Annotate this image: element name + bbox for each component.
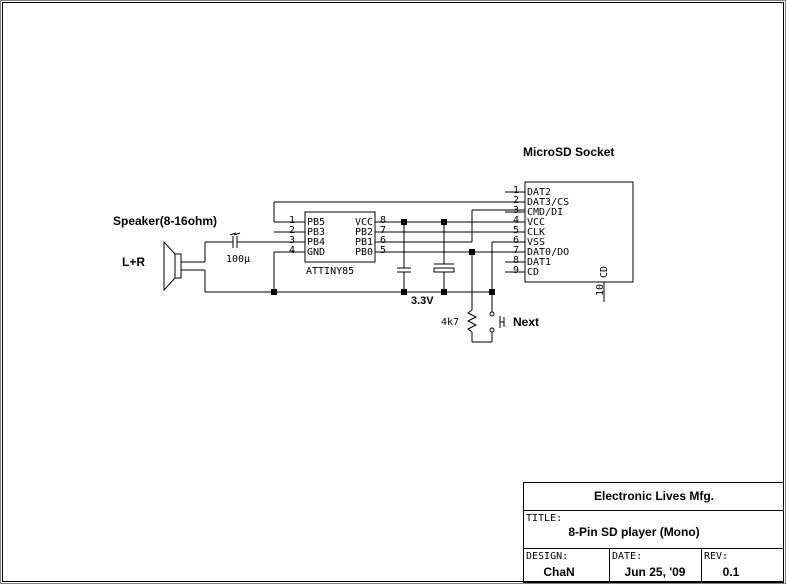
sd-socket-body (524, 181, 634, 283)
power-label: 3.3V (411, 295, 434, 307)
mcu-pin-name: PB4 (307, 237, 325, 248)
sd-pin-name: VCC (527, 217, 545, 228)
sd-pin-name: CLK (527, 227, 545, 238)
mcu-pin-num: 4 (289, 245, 295, 256)
mcu-body (304, 211, 376, 263)
mcu-pin-name: PB1 (355, 237, 373, 248)
drawing-title: 8-Pin SD player (Mono) (568, 525, 699, 539)
sd-pin-name: DAT1 (527, 257, 551, 268)
mcu-pin-name: VCC (355, 217, 373, 228)
mcu-pin-num: 7 (380, 225, 386, 236)
speaker-label: Speaker(8-16ohm) (113, 214, 217, 228)
mcu-pin-num: 1 (289, 215, 295, 226)
button-label: Next (513, 315, 539, 329)
sd-pin-num: 5 (513, 225, 519, 236)
speaker-cone (163, 240, 176, 292)
drawing-date: Jun 25, '09 (625, 565, 686, 579)
sd-pin-name: CD (527, 267, 539, 278)
mcu-pin-num: 3 (289, 235, 295, 246)
designer: ChaN (543, 565, 574, 579)
rev-label: REV: (704, 551, 728, 562)
sd-pin-num: 3 (513, 205, 519, 216)
sd-pin-name: VSS (527, 237, 545, 248)
sd-pin-num: 2 (513, 195, 519, 206)
sd-pin-name: DAT3/CS (527, 197, 569, 208)
mcu-pin-num: 6 (380, 235, 386, 246)
speaker-channel: L+R (122, 255, 145, 269)
sd-pin-num: 9 (513, 265, 519, 276)
mcu-pin-num: 2 (289, 225, 295, 236)
mcu-pin-num: 8 (380, 215, 386, 226)
sd-pin-num: 8 (513, 255, 519, 266)
wires (163, 191, 605, 343)
date-label: DATE: (612, 551, 642, 562)
mcu-pin-name: PB3 (307, 227, 325, 238)
sd-cd-pin-name: CD (599, 266, 610, 278)
resistor-label: 4k7 (441, 317, 459, 328)
revision: 0.1 (723, 565, 740, 579)
mcu-name: ATTINY85 (306, 266, 354, 277)
sd-pins: 1 DAT2 2 DAT3/CS 3 CMD/DI 4 VCC 5 CLK 6 VSS 7 DAT0/DO… (513, 185, 569, 278)
company-name: Electronic Lives Mfg. (594, 489, 714, 503)
sd-pin-name: CMD/DI (527, 207, 563, 218)
design-label: DESIGN: (526, 551, 568, 562)
title-block (523, 482, 784, 583)
mcu-pin-name: PB5 (307, 217, 325, 228)
sd-pin-num: 7 (513, 245, 519, 256)
mcu-pin-name: GND (307, 247, 325, 258)
cap-audio-label: 100μ (226, 254, 250, 265)
socket-title: MicroSD Socket (523, 145, 614, 159)
speaker-body (174, 253, 182, 279)
sd-pin-num: 6 (513, 235, 519, 246)
sd-pin-name: DAT0/DO (527, 247, 569, 258)
mcu-pin-name: PB0 (355, 247, 373, 258)
sd-pin-num: 1 (513, 185, 519, 196)
title-label: TITLE: (526, 513, 562, 524)
mcu-pin-num: 5 (380, 245, 386, 256)
sd-pin-name: DAT2 (527, 187, 551, 198)
mcu-pin-name: PB2 (355, 227, 373, 238)
sd-pin-num: 4 (513, 215, 519, 226)
sd-cd-pin-num: 10 (595, 284, 606, 296)
junction-dots (271, 219, 495, 295)
mcu-pins: 1 PB5 2 PB3 3 PB4 4 GND 8 VCC 7 PB2 6 PB1 5 PB0 (289, 215, 386, 258)
